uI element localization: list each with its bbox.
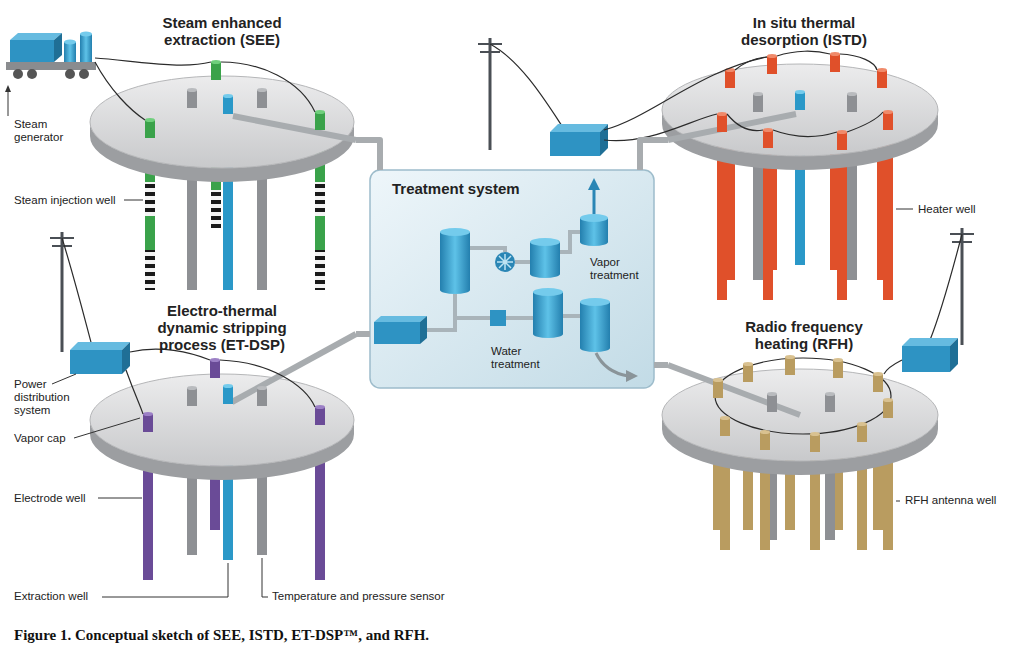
panel-title: Treatment system	[392, 180, 562, 197]
figure-caption: Figure 1. Conceptual sketch of SEE, ISTD…	[14, 626, 1014, 644]
treatment-panel: Treatment systemVapor treatmentWater tre…	[370, 170, 654, 388]
callout-label: RFH antenna well	[905, 494, 1023, 507]
technology-disc: Electro-thermal dynamic stripping proces…	[88, 300, 356, 420]
callout-label: Steam injection well	[14, 194, 154, 207]
callout-label: Vapor cap	[14, 432, 94, 445]
pipe-connector	[356, 140, 380, 170]
technology-title: Radio frequency heating (RFH)	[729, 318, 879, 352]
pipe-connector	[640, 140, 668, 170]
callout-label: Steam generator	[14, 118, 78, 144]
callout-label: Heater well	[918, 203, 1008, 216]
callout-label: Extraction well	[14, 590, 124, 603]
callout-label: Electrode well	[14, 492, 114, 505]
pipe-connector	[654, 362, 668, 368]
callout-label: Temperature and pressure sensor	[272, 590, 512, 603]
callout-label: Power distribution system	[14, 378, 86, 417]
technology-title: In situ thermal desorption (ISTD)	[729, 14, 879, 48]
process-label: Vapor treatment	[590, 256, 650, 282]
technology-disc: Radio frequency heating (RFH)	[668, 316, 940, 428]
technology-disc: Steam enhanced extraction (SEE)	[88, 12, 356, 152]
technology-disc: In situ thermal desorption (ISTD)	[668, 12, 940, 152]
technology-title: Electro-thermal dynamic stripping proces…	[147, 302, 297, 353]
pipe-connector	[356, 331, 370, 337]
process-label: Water treatment	[491, 345, 557, 371]
technology-title: Steam enhanced extraction (SEE)	[147, 14, 297, 48]
